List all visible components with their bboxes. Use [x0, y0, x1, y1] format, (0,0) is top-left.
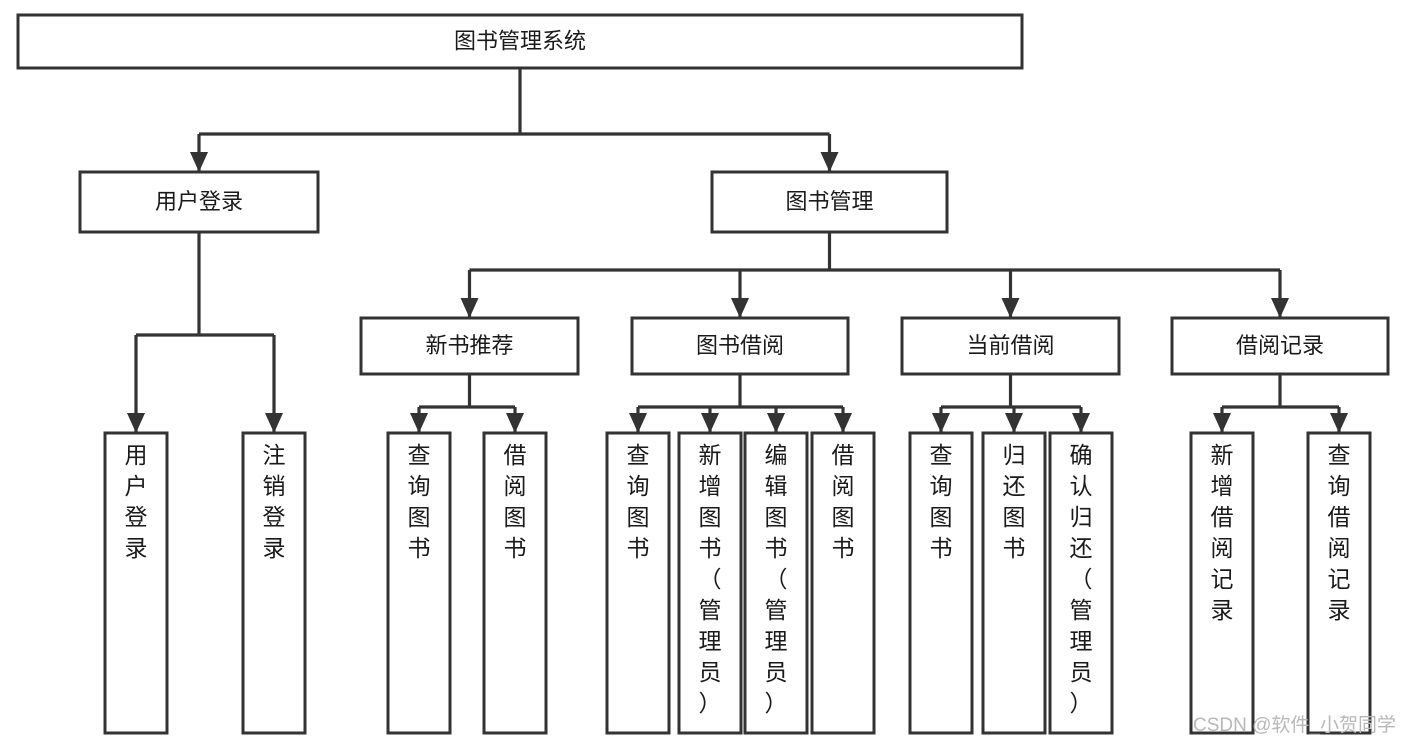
node-leaf-rec-query-record[interactable]: 查询借阅记录 [1306, 431, 1372, 735]
arrow-head-leaf-cur-return-book [1005, 413, 1023, 433]
node-label-current-borrow: 当前借阅 [966, 333, 1054, 358]
node-box-leaf-rec-borrow-book [482, 431, 548, 735]
node-label-leaf-rec-add-record: 新增借阅记录 [1211, 442, 1234, 623]
watermark-label: CSDN @软件_小贺同学 [1193, 714, 1396, 736]
node-box-leaf-rec-add-record [1189, 431, 1255, 735]
node-leaf-borrow-borrow-book[interactable]: 借阅图书 [810, 431, 876, 735]
node-label-leaf-user-login: 用户登录 [125, 442, 148, 561]
connector-layer [127, 68, 1348, 433]
node-box-leaf-borrow-add-book [677, 431, 743, 735]
arrow-head-book-borrow [731, 298, 749, 318]
arrow-head-leaf-rec-query-record [1330, 413, 1348, 433]
node-current-borrow[interactable]: 当前借阅 [900, 316, 1121, 376]
node-layer: 图书管理系统用户登录图书管理新书推荐图书借阅当前借阅借阅记录用户登录注销登录查询… [16, 13, 1390, 735]
arrow-head-leaf-user-logout [265, 413, 283, 433]
node-box-leaf-rec-query-book [386, 431, 452, 735]
node-label-book-borrow: 图书借阅 [696, 333, 784, 358]
node-box-leaf-user-login [103, 431, 169, 735]
node-label-leaf-cur-query-book: 查询图书 [930, 442, 953, 561]
arrow-head-new-book-rec [460, 298, 479, 318]
node-label-leaf-cur-return-book: 归还图书 [1003, 442, 1026, 561]
node-label-leaf-rec-query-record: 查询借阅记录 [1328, 442, 1351, 623]
arrow-head-leaf-rec-borrow-book [506, 413, 524, 433]
node-book-manage[interactable]: 图书管理 [710, 170, 949, 234]
node-box-leaf-cur-confirm-return [1048, 431, 1114, 735]
node-label-leaf-user-logout: 注销登录 [263, 442, 286, 561]
node-box-new-book-rec [359, 316, 580, 376]
node-leaf-cur-confirm-return[interactable]: 确认归还（管理员） [1048, 431, 1114, 735]
node-label-leaf-borrow-borrow-book: 借阅图书 [832, 442, 855, 561]
arrow-head-leaf-borrow-query-book [629, 413, 647, 433]
arrow-head-leaf-cur-query-book [932, 413, 950, 433]
node-leaf-borrow-add-book[interactable]: 新增图书（管理员） [677, 431, 743, 735]
node-box-book-manage [710, 170, 949, 234]
node-box-current-borrow [900, 316, 1121, 376]
node-box-leaf-borrow-borrow-book [810, 431, 876, 735]
node-label-leaf-rec-borrow-book: 借阅图书 [504, 442, 527, 561]
node-book-borrow[interactable]: 图书借阅 [630, 316, 850, 376]
arrow-head-borrow-record [1271, 298, 1289, 318]
node-box-leaf-user-logout [241, 431, 307, 735]
node-label-borrow-record: 借阅记录 [1236, 333, 1324, 358]
node-leaf-cur-return-book[interactable]: 归还图书 [981, 431, 1047, 735]
node-box-leaf-cur-return-book [981, 431, 1047, 735]
node-box-book-borrow [630, 316, 850, 376]
node-label-leaf-borrow-edit-book: 编辑图书（管理员） [765, 442, 788, 716]
node-new-book-rec[interactable]: 新书推荐 [359, 316, 580, 376]
node-box-leaf-rec-query-record [1306, 431, 1372, 735]
arrow-head-user-login [190, 152, 208, 172]
node-label-leaf-borrow-add-book: 新增图书（管理员） [699, 442, 722, 716]
node-borrow-record[interactable]: 借阅记录 [1170, 316, 1390, 376]
arrow-head-leaf-cur-confirm-return [1072, 413, 1090, 433]
node-box-leaf-borrow-query-book [605, 431, 671, 735]
node-leaf-borrow-query-book[interactable]: 查询图书 [605, 431, 671, 735]
node-leaf-user-logout[interactable]: 注销登录 [241, 431, 307, 735]
node-leaf-rec-add-record[interactable]: 新增借阅记录 [1189, 431, 1255, 735]
node-user-login[interactable]: 用户登录 [78, 170, 320, 234]
arrow-head-leaf-rec-add-record [1213, 413, 1231, 433]
node-label-user-login: 用户登录 [155, 189, 243, 214]
arrow-head-leaf-borrow-borrow-book [834, 413, 852, 433]
node-box-borrow-record [1170, 316, 1390, 376]
node-leaf-borrow-edit-book[interactable]: 编辑图书（管理员） [743, 431, 809, 735]
arrow-head-leaf-borrow-add-book [701, 413, 719, 433]
node-label-book-manage: 图书管理 [785, 189, 873, 214]
arrow-head-current-borrow [1001, 298, 1020, 318]
arrow-head-leaf-rec-query-book [410, 413, 428, 433]
arrow-head-leaf-user-login [127, 413, 145, 433]
node-label-root: 图书管理系统 [454, 28, 586, 53]
node-label-leaf-borrow-query-book: 查询图书 [627, 442, 650, 561]
node-leaf-user-login[interactable]: 用户登录 [103, 431, 169, 735]
arrow-head-book-manage [820, 152, 839, 172]
node-box-leaf-cur-query-book [908, 431, 974, 735]
node-label-leaf-cur-confirm-return: 确认归还（管理员） [1070, 442, 1093, 716]
node-box-root [16, 13, 1024, 70]
node-leaf-cur-query-book[interactable]: 查询图书 [908, 431, 974, 735]
node-box-leaf-borrow-edit-book [743, 431, 809, 735]
node-leaf-rec-borrow-book[interactable]: 借阅图书 [482, 431, 548, 735]
node-leaf-rec-query-book[interactable]: 查询图书 [386, 431, 452, 735]
node-label-leaf-rec-query-book: 查询图书 [408, 442, 431, 561]
node-root[interactable]: 图书管理系统 [16, 13, 1024, 70]
arrow-head-leaf-borrow-edit-book [767, 413, 785, 433]
node-box-user-login [78, 170, 320, 234]
node-label-new-book-rec: 新书推荐 [425, 333, 513, 358]
